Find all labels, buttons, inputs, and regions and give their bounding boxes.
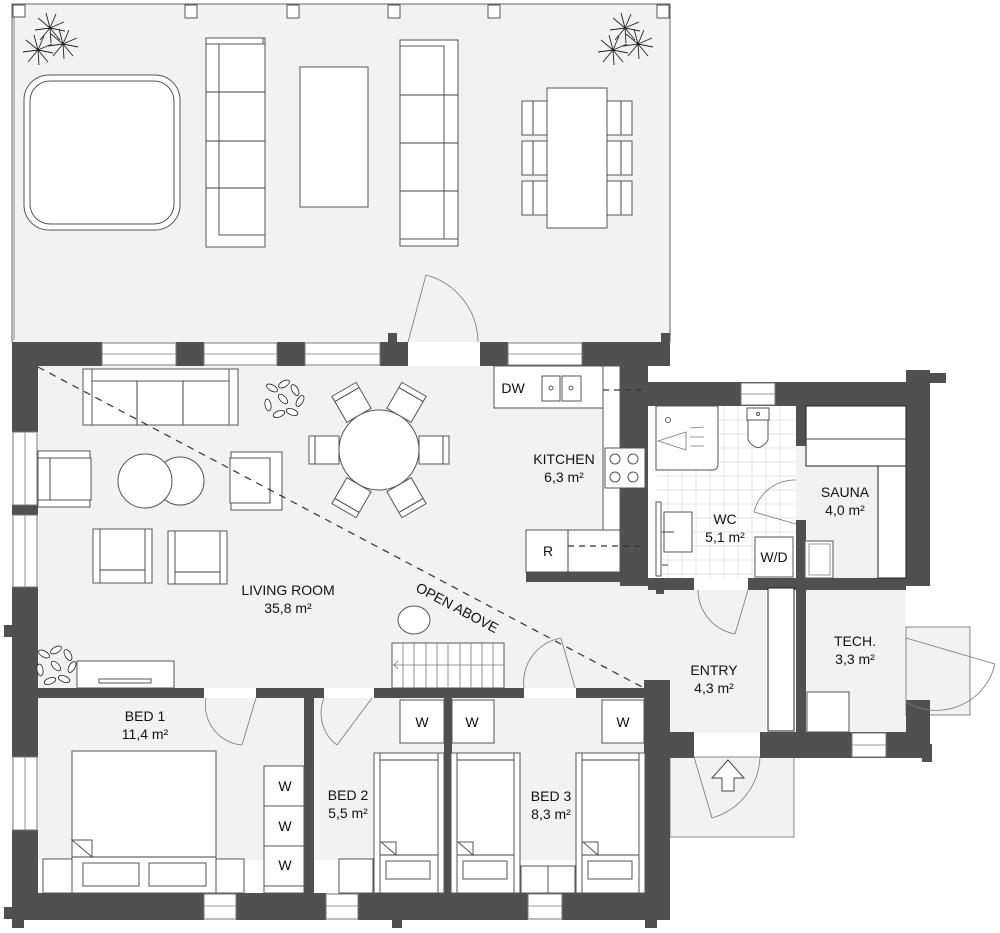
room-label-sauna: SAUNA 4,0 m² — [821, 484, 870, 518]
room-label-kitchen: KITCHEN 6,3 m² — [533, 451, 594, 485]
svg-text:BED 2: BED 2 — [328, 787, 369, 803]
wardrobe-label: W — [415, 714, 429, 730]
nightstand — [338, 858, 374, 894]
room-label-entry: ENTRY 4,3 m² — [690, 662, 738, 696]
tech-cabinet — [806, 691, 850, 733]
armchair — [37, 450, 92, 508]
doors — [205, 274, 996, 819]
washbasin-icon — [655, 501, 693, 577]
svg-text:ENTRY: ENTRY — [690, 662, 738, 678]
svg-text:WC: WC — [713, 511, 736, 527]
double-bed — [42, 750, 245, 894]
plant-icon — [36, 645, 77, 685]
room-label-bed3: BED 3 8,3 m² — [531, 788, 572, 822]
terrace-sofa-right — [399, 39, 459, 247]
svg-text:11,4 m²: 11,4 m² — [122, 726, 169, 742]
hot-tub — [23, 74, 181, 231]
nightstand — [520, 865, 549, 894]
svg-text:6,3 m²: 6,3 m² — [544, 469, 584, 485]
wardrobes-bed1 — [263, 765, 305, 894]
svg-text:KITCHEN: KITCHEN — [533, 451, 594, 467]
plant-icon — [264, 379, 305, 418]
sauna-benches — [805, 405, 907, 579]
single-bed — [450, 752, 521, 894]
svg-text:3,3 m²: 3,3 m² — [835, 651, 875, 667]
nightstand — [547, 865, 576, 894]
single-bed — [373, 752, 445, 894]
coffee-tables — [117, 453, 205, 509]
room-label-bed2: BED 2 5,5 m² — [328, 787, 369, 821]
terrace-sofa-left — [205, 37, 266, 248]
svg-text:8,3 m²: 8,3 m² — [531, 806, 571, 822]
armchair — [92, 528, 153, 584]
dining-set — [308, 381, 450, 519]
tv-bench — [76, 660, 175, 689]
room-label-tech: TECH. 3,3 m² — [834, 633, 876, 667]
wardrobe-label: W — [278, 778, 292, 794]
svg-text:LIVING ROOM: LIVING ROOM — [241, 582, 334, 598]
svg-text:35,8 m²: 35,8 m² — [264, 600, 312, 616]
svg-text:SAUNA: SAUNA — [821, 484, 870, 500]
wardrobe-label: W — [278, 818, 292, 834]
wardrobe-label: W — [616, 714, 630, 730]
windows — [12, 342, 887, 920]
entry-wardrobe — [767, 587, 795, 732]
toilet-icon — [746, 407, 770, 448]
pouf — [397, 605, 431, 635]
terrace-dining-set — [521, 87, 633, 229]
svg-text:BED 1: BED 1 — [125, 708, 166, 724]
kitchen-counters — [493, 365, 646, 573]
wc-fixtures — [655, 405, 834, 579]
armchair — [167, 530, 228, 585]
living-sofa — [82, 368, 239, 426]
wc-tile-grid — [656, 406, 796, 578]
armchair — [229, 451, 283, 511]
svg-text:TECH.: TECH. — [834, 633, 876, 649]
room-label-living: LIVING ROOM 35,8 m² — [241, 582, 334, 616]
wardrobe-label: W — [278, 857, 292, 873]
svg-text:5,1 m²: 5,1 m² — [705, 529, 745, 545]
plant-icon — [22, 12, 79, 66]
refrigerator-label: R — [543, 543, 553, 559]
single-bed — [575, 752, 646, 894]
room-label-wc: WC 5,1 m² — [705, 511, 745, 545]
stove-icon — [604, 447, 646, 489]
room-label-bed1: BED 1 11,4 m² — [122, 708, 169, 742]
wardrobes-bed2-bed3 — [399, 699, 645, 744]
open-above-line — [37, 366, 645, 689]
entry-arrow-icon — [710, 759, 746, 792]
sink-icon — [541, 375, 582, 402]
terrace-coffee-table — [299, 66, 369, 208]
svg-text:BED 3: BED 3 — [531, 788, 572, 804]
staircase — [391, 642, 505, 689]
plant-icon — [597, 12, 654, 66]
washer-dryer-label: W/D — [760, 549, 787, 565]
svg-text:4,3 m²: 4,3 m² — [694, 680, 734, 696]
wardrobe-label: W — [465, 714, 479, 730]
terrace — [11, 3, 671, 342]
svg-text:5,5 m²: 5,5 m² — [328, 805, 368, 821]
dishwasher-label: DW — [501, 380, 525, 396]
svg-text:4,0 m²: 4,0 m² — [825, 502, 865, 518]
